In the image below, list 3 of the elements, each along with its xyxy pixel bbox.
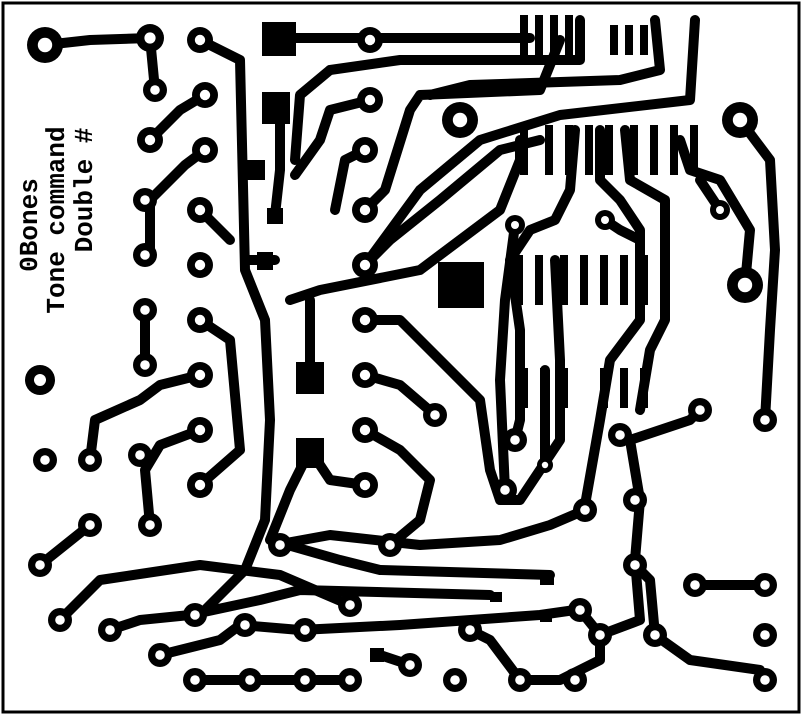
board-label: Tone command (44, 126, 70, 314)
board-label: 0Bones (17, 178, 43, 272)
board-label: Double # (72, 128, 98, 252)
